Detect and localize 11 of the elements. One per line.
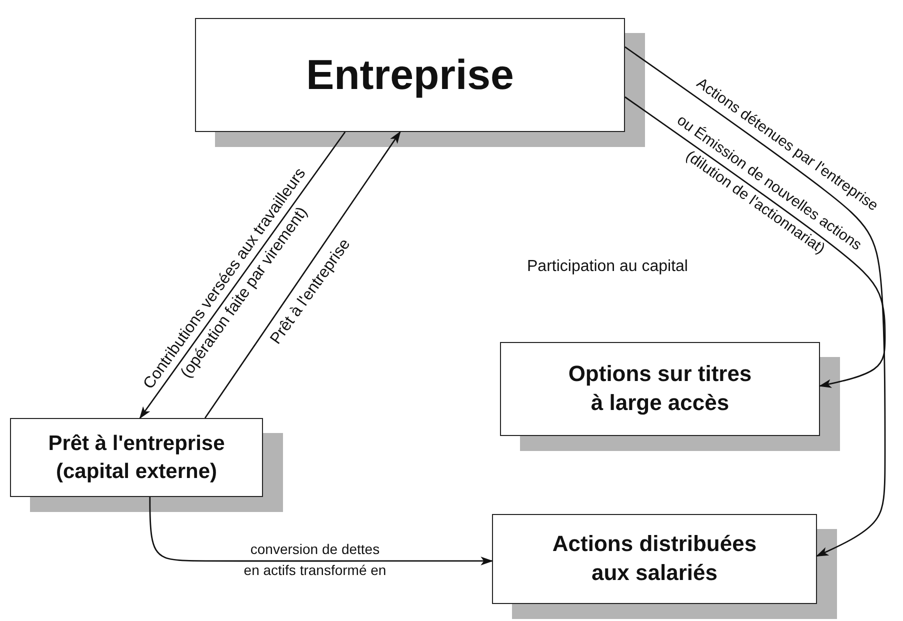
- edge-label: conversion de dettes en actifs transformé en: [242, 540, 388, 580]
- arrow: [139, 132, 346, 420]
- box-title: Entreprise: [305, 50, 515, 100]
- arrow: [624, 96, 886, 388]
- arrow: [149, 497, 494, 566]
- arrow: [204, 130, 401, 418]
- box-title: Prêt à l'entreprise (capital externe): [47, 431, 226, 484]
- arrow: [624, 46, 886, 557]
- box-title: Options sur titres à large accès: [567, 360, 753, 417]
- box-title: Actions distribuées aux salariés: [551, 530, 758, 587]
- note-text: Participation au capital: [527, 258, 688, 276]
